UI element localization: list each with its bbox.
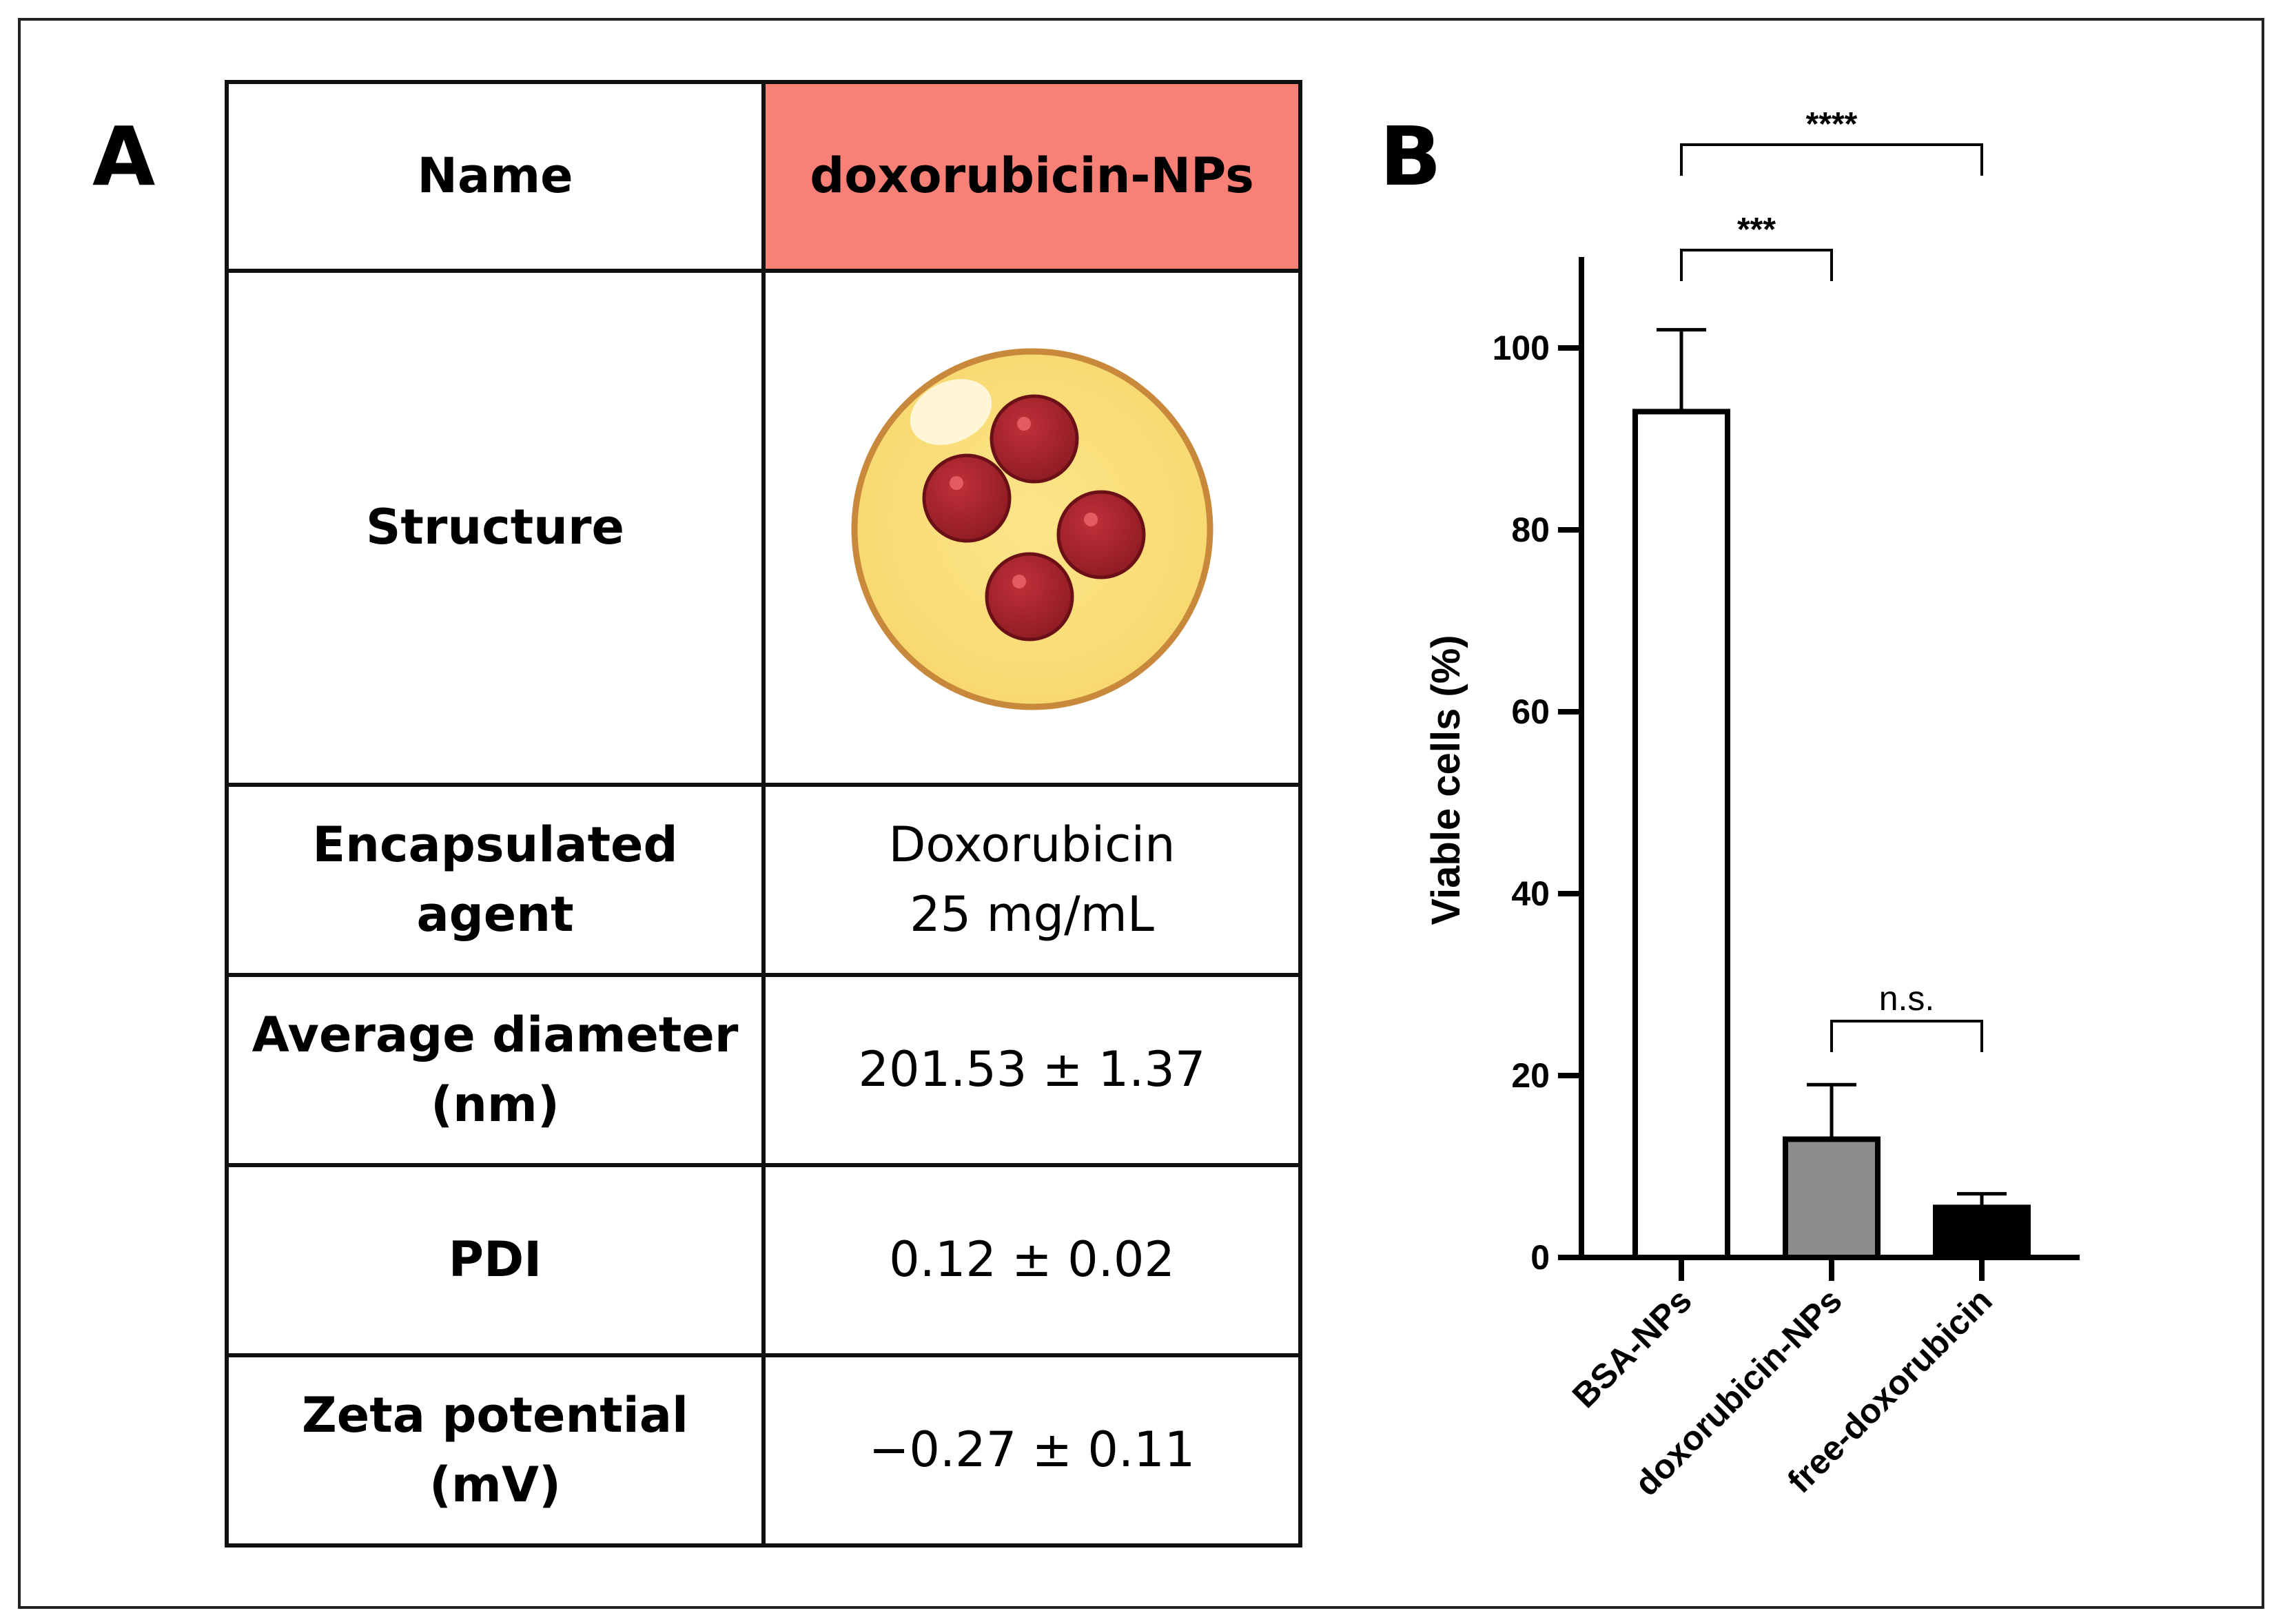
- bar: [1783, 1136, 1881, 1261]
- significance-bracket: [1680, 249, 1833, 281]
- table-row-diameter: Average diameter (nm) 201.53 ± 1.37: [225, 973, 1302, 1167]
- y-tick-label: 40: [1511, 874, 1550, 913]
- table-row-pdi: PDI 0.12 ± 0.02: [225, 1163, 1302, 1357]
- significance-bracket: [1680, 143, 1983, 176]
- table-row-name: Name doxorubicin-NPs: [225, 80, 1302, 273]
- diameter-label: Average diameter (nm): [225, 973, 766, 1167]
- bar: [1933, 1204, 2031, 1261]
- table-row-agent: Encapsulated agent Doxorubicin 25 mg/mL: [225, 783, 1302, 977]
- pdi-label: PDI: [225, 1163, 766, 1357]
- agent-label: Encapsulated agent: [225, 783, 766, 977]
- table-row-zeta: Zeta potential (mV) −0.27 ± 0.11: [225, 1353, 1302, 1548]
- significance-label: ****: [1806, 106, 1858, 143]
- zeta-label: Zeta potential (mV): [225, 1353, 766, 1548]
- table-row-structure: Structure: [225, 269, 1302, 787]
- figure-frame: [18, 18, 2264, 1609]
- structure-cell: [761, 269, 1302, 787]
- diameter-label-line-1: Average diameter: [252, 1006, 739, 1063]
- agent-value: Doxorubicin 25 mg/mL: [761, 783, 1302, 977]
- y-tick-label: 0: [1530, 1238, 1550, 1277]
- nanoparticle-icon: [851, 348, 1213, 710]
- y-tick-label: 100: [1493, 329, 1550, 367]
- pdi-value: 0.12 ± 0.02: [761, 1163, 1302, 1357]
- panel-b-letter: B: [1380, 109, 1442, 204]
- panel-a-letter: A: [92, 109, 156, 204]
- agent-value-line-2: 25 mg/mL: [910, 886, 1154, 943]
- properties-table: Name doxorubicin-NPs Structure: [225, 80, 1302, 1548]
- name-value: doxorubicin-NPs: [761, 80, 1302, 273]
- agent-label-line-2: agent: [416, 886, 574, 943]
- zeta-value: −0.27 ± 0.11: [761, 1353, 1302, 1548]
- y-tick-label: 80: [1511, 511, 1550, 549]
- significance-label: ***: [1737, 212, 1776, 248]
- agent-value-line-1: Doxorubicin: [888, 816, 1176, 873]
- x-tick-label: BSA-NPs: [1565, 1281, 1699, 1415]
- diameter-value: 201.53 ± 1.37: [761, 973, 1302, 1167]
- zeta-label-line-2: (mV): [429, 1457, 562, 1513]
- significance-label: n.s.: [1879, 979, 1935, 1018]
- zeta-label-line-1: Zeta potential: [302, 1386, 688, 1443]
- structure-label: Structure: [225, 269, 766, 787]
- significance-bracket: [1830, 1020, 1983, 1052]
- y-axis-label: Viable cells (%): [1424, 635, 1468, 925]
- bar: [1632, 409, 1730, 1260]
- diameter-label-line-2: (nm): [431, 1076, 560, 1133]
- y-tick-label: 20: [1511, 1056, 1550, 1095]
- agent-label-line-1: Encapsulated: [312, 816, 678, 873]
- name-label: Name: [225, 80, 766, 273]
- y-tick-label: 60: [1511, 692, 1550, 731]
